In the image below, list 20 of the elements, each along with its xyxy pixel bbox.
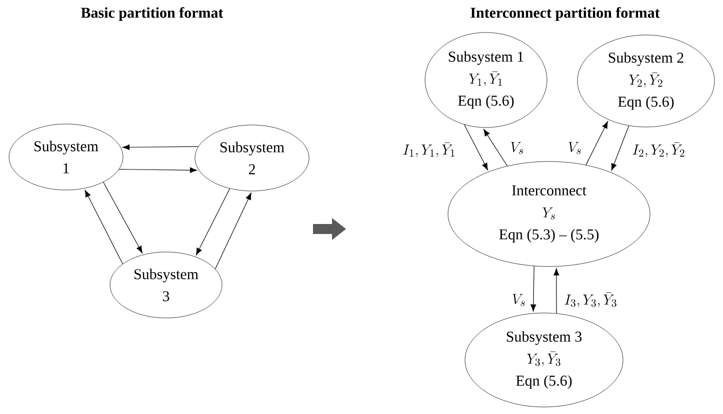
- arrow: [103, 182, 142, 254]
- arrow: [214, 192, 252, 270]
- edge-label: $V_s$: [509, 141, 526, 155]
- arrow: [611, 125, 630, 171]
- edge-label: $V_s$: [510, 293, 527, 307]
- heading: Interconnect partition format: [470, 7, 660, 21]
- heading: Basic partition format: [81, 7, 224, 21]
- arrow: [586, 121, 608, 166]
- arrow: [530, 266, 536, 312]
- edge-label: $I_2, Y_2, \bar{Y}_2$: [631, 142, 686, 158]
- edge-label: $I_3, Y_3, \bar{Y}_3$: [563, 292, 618, 308]
- arrow: [464, 124, 488, 170]
- arrow: [84, 190, 123, 264]
- arrow: [122, 144, 199, 150]
- edge-label: $I_1, Y_1, \bar{Y}_1$: [402, 142, 457, 158]
- arrow: [118, 167, 198, 173]
- arrow: [196, 188, 230, 256]
- arrow: [483, 129, 508, 166]
- arrow: [554, 268, 560, 314]
- edge-label: $V_s$: [566, 141, 583, 155]
